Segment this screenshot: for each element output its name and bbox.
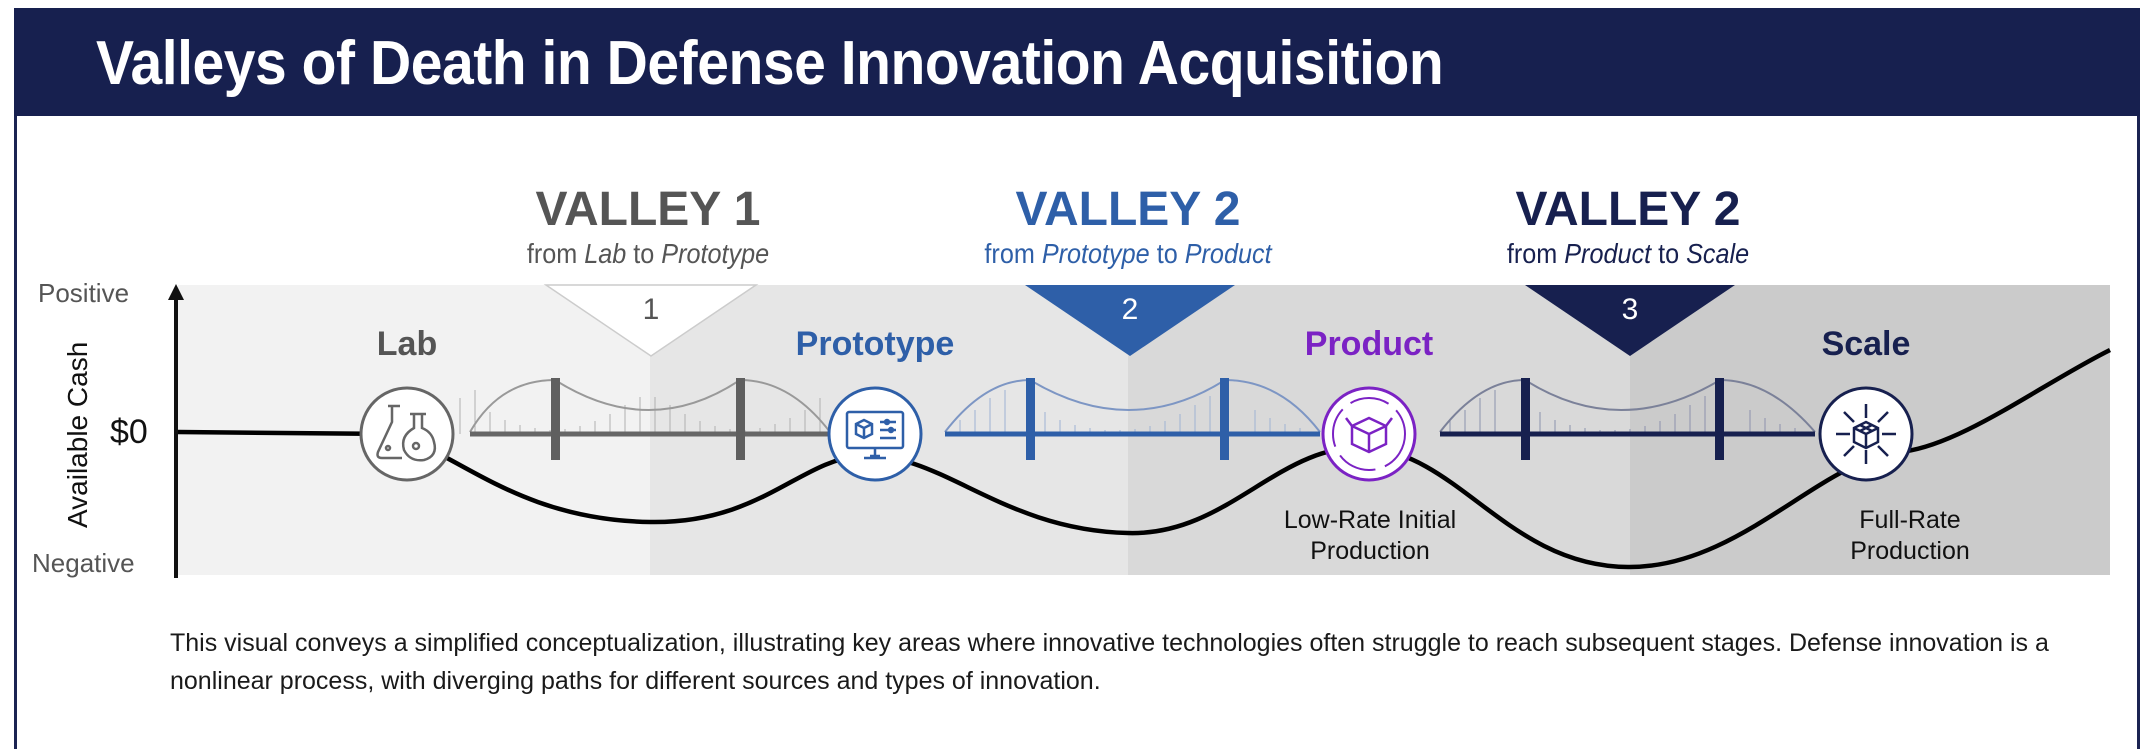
valley-marker-3 [1525,285,1735,356]
flask-icon [376,404,437,462]
computer-cube-icon [845,410,905,460]
stage-label-scale: Scale [1821,325,1911,363]
bridge-1 [429,378,851,460]
stage-label-product: Product [1304,325,1434,363]
caption-text: This visual conveys a simplified concept… [170,629,2049,695]
valley-3-subtitle: from Product to Scale [1506,238,1750,269]
y-axis-arrow [168,284,184,300]
axis-positive-label: Positive [38,278,130,308]
box-cycle-icon [1345,416,1393,454]
stage-label-prototype: Prototype [795,325,955,363]
stage-circle-scale [1818,386,1914,482]
product-note-line2: Production [1310,537,1430,565]
stage-label-lab: Lab [376,325,438,363]
scale-note-line1: Full-Rate [1859,506,1961,534]
valley-2-number: 2 [1121,293,1139,326]
valley-marker-1 [543,284,759,357]
scale-note: Full-Rate Production [1830,505,1990,567]
stage-circle-lab [359,386,455,482]
axis-zero-label: $0 [110,413,148,451]
scale-note-line2: Production [1850,537,1970,565]
valley-1-number: 1 [642,293,660,326]
valley-2-subtitle: from Prototype to Product [984,238,1272,269]
title-bar: Valleys of Death in Defense Innovation A… [14,8,2140,116]
product-note: Low-Rate Initial Production [1270,505,1470,567]
axis-negative-label: Negative [32,548,135,578]
bridge-3 [1439,378,1816,460]
valley-3-heading: VALLEY 2 [1515,183,1741,236]
valley-3-number: 3 [1621,293,1639,326]
bridge-2 [944,378,1321,460]
page-title: Valleys of Death in Defense Innovation A… [96,29,1444,98]
y-axis-title: Available Cash [62,341,93,528]
valley-marker-2 [1025,285,1235,356]
valley-1-subtitle: from Lab to Prototype [526,238,770,269]
product-note-line1: Low-Rate Initial [1283,506,1457,534]
valley-1-heading: VALLEY 1 [535,183,761,236]
stage-circle-product [1321,386,1417,482]
network-cube-icon [1836,404,1896,464]
stage-circle-prototype [827,386,923,482]
valley-2-heading: VALLEY 2 [1015,183,1241,236]
